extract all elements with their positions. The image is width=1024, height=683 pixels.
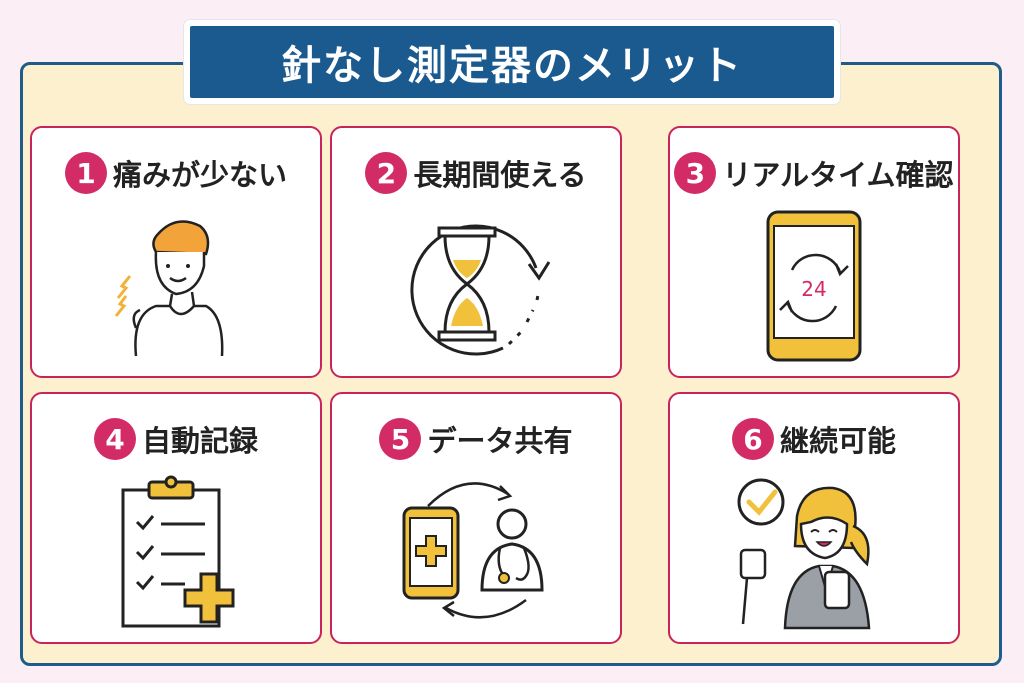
number-badge: 6 xyxy=(731,418,774,460)
benefit-card-5: 5 データ共有 xyxy=(330,392,622,644)
benefit-label: 自動記録 xyxy=(141,424,258,458)
person-pain-icon xyxy=(114,220,224,357)
phone-doctor-share-icon xyxy=(402,482,544,619)
benefit-label: 長期間使える xyxy=(413,158,587,192)
number-badge: 5 xyxy=(379,418,422,460)
benefit-label: リアルタイム確認 xyxy=(722,158,954,192)
clipboard-checklist-icon xyxy=(121,475,235,628)
page-title: 針なし測定器のメリット xyxy=(281,43,743,89)
benefit-card-4: 4 自動記録 xyxy=(30,392,322,644)
benefit-card-1: 1 痛みが少ない xyxy=(30,126,322,378)
benefit-label: データ共有 xyxy=(427,424,573,458)
number-badge: 2 xyxy=(365,152,408,194)
title-banner: 針なし測定器のメリット xyxy=(184,20,840,104)
woman-checkmark-icon xyxy=(737,478,871,630)
benefit-card-2: 2 長期間使える xyxy=(330,126,622,378)
benefit-card-6: 6 継続可能 xyxy=(668,392,960,644)
number-badge: 1 xyxy=(64,152,107,194)
smartphone-24-icon: 24 xyxy=(766,210,862,362)
hourglass-icon xyxy=(410,224,551,356)
benefit-label: 継続可能 xyxy=(779,424,896,458)
number-badge: 3 xyxy=(674,152,717,194)
benefit-card-3: 3 リアルタイム確認 24 xyxy=(668,126,960,378)
screen-number: 24 xyxy=(801,277,826,301)
number-badge: 4 xyxy=(93,418,136,460)
benefit-label: 痛みが少ない xyxy=(112,158,287,192)
